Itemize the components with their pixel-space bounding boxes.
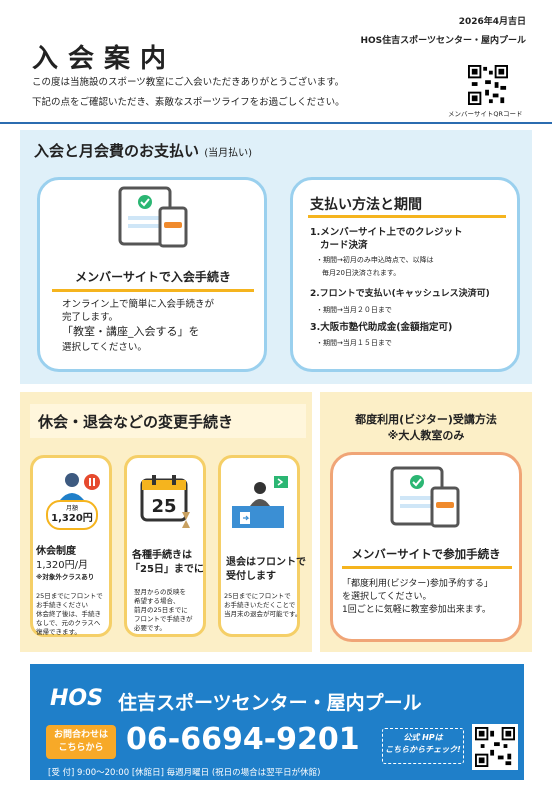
change-section-title: 休会・退会などの変更手続き bbox=[38, 413, 234, 431]
withdrawal-text-3: 当月末の退会が可能です。 bbox=[224, 610, 302, 618]
monthly-fee-badge: 月額 1,320円 bbox=[46, 500, 98, 530]
deadline-text-5: 必要です。 bbox=[134, 624, 166, 632]
calendar-icon bbox=[140, 475, 190, 528]
withdrawal-text-1: 25日までにフロントで bbox=[224, 592, 291, 600]
visitor-text-2: を選択してください。 bbox=[342, 592, 432, 602]
suspension-text-4: なしで、元のクラスへ bbox=[36, 619, 101, 627]
opening-hours: [受 付] 9:00～20:00 [休館日] 毎週月曜日 (祝日の場合は翌平日が… bbox=[48, 768, 321, 778]
suspension-note: ※対象外クラスあり bbox=[36, 573, 95, 581]
payment-item-1-sub-2: 毎月20日決済されます。 bbox=[322, 269, 401, 277]
change-title-band bbox=[30, 404, 306, 438]
suspension-fee: 1,320円/月 bbox=[36, 560, 88, 571]
deadline-heading-2: 「25日」までに bbox=[130, 564, 204, 575]
payment-card-heading: 支払い方法と期間 bbox=[310, 197, 422, 213]
enroll-text-4: 選択してください。 bbox=[62, 342, 147, 353]
withdrawal-heading-2: 受付します bbox=[226, 571, 276, 582]
heading-underline bbox=[52, 289, 254, 292]
deadline-text-1: 翌月からの反映を bbox=[134, 588, 186, 596]
suspension-text-1: 25日までにフロントで bbox=[36, 592, 103, 600]
member-site-qr-code[interactable] bbox=[468, 65, 508, 105]
suspension-text-3: 休会終了後は、手続き bbox=[36, 610, 101, 618]
brand-logo: HOS bbox=[50, 686, 103, 711]
enroll-card-heading: メンバーサイトで入会手続き bbox=[75, 270, 231, 284]
visitor-card-heading: メンバーサイトで参加手続き bbox=[351, 547, 501, 561]
hp-callout-text: 公式 HPは こちらからチェック! bbox=[385, 733, 461, 754]
enroll-text-1: オンライン上で簡単に入会手続きが bbox=[62, 299, 215, 310]
suspension-text-2: お手続きください bbox=[36, 601, 88, 609]
intro-line-2: 下記の点をご確認いただき、素敵なスポーツライフをお過ごしください。 bbox=[32, 97, 345, 108]
contact-badge: お問合わせは こちらから bbox=[46, 725, 116, 759]
visitor-section-title: 都度利用(ビジター)受講方法 ※大人教室のみ bbox=[355, 413, 497, 442]
payment-item-1b: カード決済 bbox=[320, 240, 368, 251]
deadline-text-2: 希望する場合、 bbox=[134, 597, 180, 605]
page-title: 入会案内 bbox=[32, 44, 177, 74]
hp-callout-box bbox=[382, 728, 464, 764]
payment-item-1a: 1.メンバーサイト上でのクレジット bbox=[310, 227, 463, 238]
contact-footer bbox=[30, 664, 524, 780]
deadline-text-3: 前月の25日までに bbox=[134, 606, 188, 614]
payment-item-2-sub: ・期間→当月２０日まで bbox=[316, 306, 392, 314]
enrollment-section-title: 入会と月会費のお支払い (当月払い) bbox=[34, 142, 253, 160]
suspension-heading: 休会制度 bbox=[36, 546, 76, 557]
deadline-heading-1: 各種手続きは bbox=[132, 550, 192, 561]
enroll-text-3: 「教室・講座_入会する」を bbox=[62, 325, 200, 338]
payment-item-1-sub-1: ・期間→初月のみ申込時点で、以降は bbox=[316, 256, 434, 264]
qr-caption: メンバーサイトQRコード bbox=[448, 110, 523, 118]
payment-item-3-sub: ・期間→当月１５日まで bbox=[316, 339, 392, 347]
official-hp-qr-code[interactable] bbox=[472, 724, 518, 770]
visitor-text-1: 「都度利用(ビジター)参加予約する」 bbox=[342, 579, 493, 589]
visitor-text-3: 1回ごとに気軽に教室参加出来ます。 bbox=[342, 605, 491, 615]
calendar-date: 25 bbox=[151, 496, 177, 517]
payment-method-card bbox=[290, 177, 520, 372]
issue-date: 2026年4月吉日 bbox=[458, 17, 526, 27]
payment-item-3: 3.大阪市塾代助成金(金額指定可) bbox=[310, 322, 453, 333]
intro-line-1: この度は当施設のスポーツ教室にご入会いただきありがとうございます。 bbox=[32, 77, 345, 88]
payment-item-2: 2.フロントで支払い(キャッシュレス決済可) bbox=[310, 289, 490, 299]
enroll-text-2: 完了します。 bbox=[62, 312, 119, 323]
withdrawal-text-2: お手続きいただくことで bbox=[224, 601, 296, 609]
deadline-text-4: フロントで手続きが bbox=[134, 615, 193, 623]
front-desk-icon bbox=[232, 476, 288, 528]
facility-name: HOS住吉スポーツセンター・屋内プール bbox=[360, 36, 527, 46]
heading-underline bbox=[308, 215, 506, 218]
person-pause-icon bbox=[60, 473, 100, 500]
tablet-phone-icon bbox=[118, 186, 188, 248]
tablet-phone-icon bbox=[390, 466, 460, 528]
withdrawal-heading-1: 退会はフロントで bbox=[226, 557, 306, 568]
footer-facility-name: 住吉スポーツセンター・屋内プール bbox=[118, 692, 422, 714]
suspension-text-5: 復帰できます。 bbox=[36, 628, 81, 636]
header-divider bbox=[0, 122, 552, 124]
heading-underline bbox=[342, 566, 512, 569]
phone-number[interactable]: 06-6694-9201 bbox=[126, 722, 360, 757]
